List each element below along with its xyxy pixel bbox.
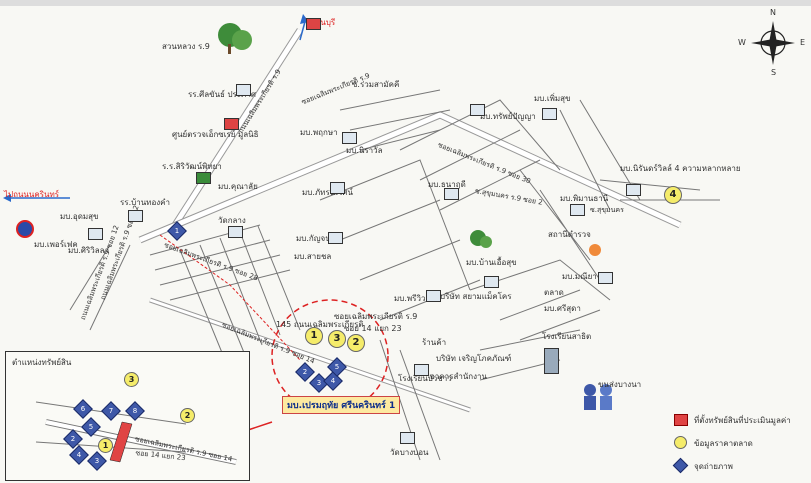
market-building-icon [598, 272, 613, 284]
hotel-label: สถานีตำรวจ [548, 230, 591, 239]
wat-label: วัดกลาง [218, 216, 246, 225]
bldg-label: บริษัท เจริญโภคภัณฑ์ [436, 354, 512, 363]
soi-east-label: ซ.สุขุมนคร [590, 206, 624, 214]
inset-map: ตำแหน่งทรัพย์สิน ซอยเฉลิมพระเกียรติ ร.9 … [5, 351, 250, 481]
inset-marker-2[interactable]: 2 [180, 408, 195, 423]
village5-house-icon [342, 132, 357, 144]
village10-house-icon [542, 108, 557, 120]
compass-rose: N S E W [738, 8, 808, 78]
school2-label: รร.บ้านทองคำ [120, 198, 171, 207]
legend-photo-label: จุดถ่ายภาพ [694, 462, 733, 471]
village14-label: มบ.บ้านเอื้อสุข [466, 258, 517, 267]
site-label: 145 ถนนเฉลิมพระเกียรติ [276, 320, 364, 329]
village7-house-icon [330, 182, 345, 194]
village11-house-icon [470, 104, 485, 116]
temple2-building-icon [400, 432, 415, 444]
village13-label: มบ.พิมานธานี [560, 194, 609, 203]
school1-label: รร.ศีลขันธ์ ประภาศ [188, 90, 256, 99]
hospital-icon [196, 172, 211, 184]
village11-label: มบ.ทรัพย์ปัญญา [480, 112, 536, 121]
title-strip [0, 0, 811, 6]
comparable-marker-2[interactable]: 2 [347, 334, 365, 352]
park2-tree-icon [470, 230, 492, 248]
village4-label: มบ.ศิริวิลลา [68, 246, 110, 255]
legend-comparable-swatch [674, 436, 687, 449]
shop-label: บริษัท สยามแม็คโคร [440, 292, 512, 301]
people-icon [584, 384, 612, 410]
village16-label: มบ.มณียา [562, 272, 597, 281]
park-tree-icon [218, 23, 252, 54]
wat-building-icon [228, 226, 243, 238]
left-logo-icon [16, 220, 34, 238]
compass-w: W [738, 38, 746, 47]
village7-label: มบ.ภัทรนิเวศน์ [302, 188, 353, 197]
village6-label: มบ.นิราวัล [346, 146, 383, 155]
center-label: ศูนย์ตรวจเอ็กซเรย์ มูลนิธิ [172, 130, 259, 139]
office-tower-icon [544, 348, 559, 374]
soi-right-label: ซ.ร่วมสามัคคี [352, 80, 400, 89]
village9-label: มบ.สายชล [294, 252, 332, 261]
legend-property-label: ที่ตั้งทรัพย์สินที่ประเมินมูลค่า [694, 416, 791, 425]
village-e-label: มบ.นิรันดร์วิลล์ 4 ความหลากหลาย [620, 164, 741, 173]
village13-house-icon [570, 204, 585, 216]
property-callout: มบ.เปรมฤทัย ศรีนครินทร์ 1 [282, 396, 401, 414]
inset-roads [35, 401, 237, 465]
village10-label: มบ.เพิ่มสุข [534, 94, 571, 103]
village2-house-icon [88, 228, 103, 240]
temple-mid-label: ร.ร.สิริวัฒน์พิทยา [162, 162, 222, 171]
inset-title: ตำแหน่งทรัพย์สิน [12, 358, 72, 367]
map-legend: ที่ตั้งทรัพย์สินที่ประเมินมูลค่า ข้อมูลร… [668, 410, 808, 480]
comparable-marker-3[interactable]: 3 [328, 330, 346, 348]
park-label: สวนหลวง ร.9 [162, 42, 210, 51]
legend-property-swatch [674, 414, 688, 426]
office-label: ร้านค้า [422, 338, 447, 347]
inset-marker-3[interactable]: 3 [124, 372, 139, 387]
school4-label: โรงเรียนสาธิต [542, 332, 592, 341]
temple2-label: วัดบางบอน [390, 448, 429, 457]
village1-label: มบ.คุณาลัย [218, 182, 258, 191]
center-building-icon [224, 118, 239, 130]
shop-building-icon [484, 276, 499, 288]
soi14-23-label: ซอย 14 แยก 23 [344, 324, 402, 333]
village17-label: มบ.ศรีสุดา [544, 304, 581, 313]
compass-s: S [771, 68, 777, 77]
village15-label: มบ.พรีวิว [394, 294, 426, 303]
school2-building-icon [128, 210, 143, 222]
village2-label: มบ.อุดมสุข [60, 212, 99, 221]
village5-label: มบ.พฤกษา [300, 128, 338, 137]
comparable-marker-4[interactable]: 4 [664, 186, 682, 204]
bridge-label: อาคารสำนักงาน [430, 372, 487, 381]
compass-n: N [770, 8, 776, 17]
comparable-marker-1[interactable]: 1 [305, 327, 323, 345]
village8-label: มบ.กัญจน์ [296, 234, 331, 243]
village8-house-icon [328, 232, 343, 244]
school3-building-icon [414, 364, 429, 376]
legend-photo-swatch [672, 457, 689, 474]
village-e-house-icon [626, 184, 641, 196]
village3-label: มบ.เพอร์เฟค [34, 240, 78, 249]
school3-label: โรงเรียนบัวขาว [398, 374, 452, 383]
top-building-icon [306, 18, 321, 30]
left-arrow-label: ไปถนนนครินทร์ [4, 190, 60, 199]
inset-marker-1[interactable]: 1 [98, 438, 113, 453]
compass-e: E [800, 38, 806, 47]
village15-house-icon [426, 290, 441, 302]
compass-icon [751, 21, 795, 65]
school1-building-icon [236, 84, 251, 96]
bus-label: ขนส่งบางนา [598, 380, 642, 389]
soi-main-s-label: ซอยเฉลิมพระเกียรติ ร.9 [334, 312, 418, 321]
market-label: ตลาด [544, 288, 564, 297]
village12-label: มบ.ธนาฤดี [428, 180, 466, 189]
village12-house-icon [444, 188, 459, 200]
legend-comparable-label: ข้อมูลราคาตลาด [694, 439, 753, 448]
